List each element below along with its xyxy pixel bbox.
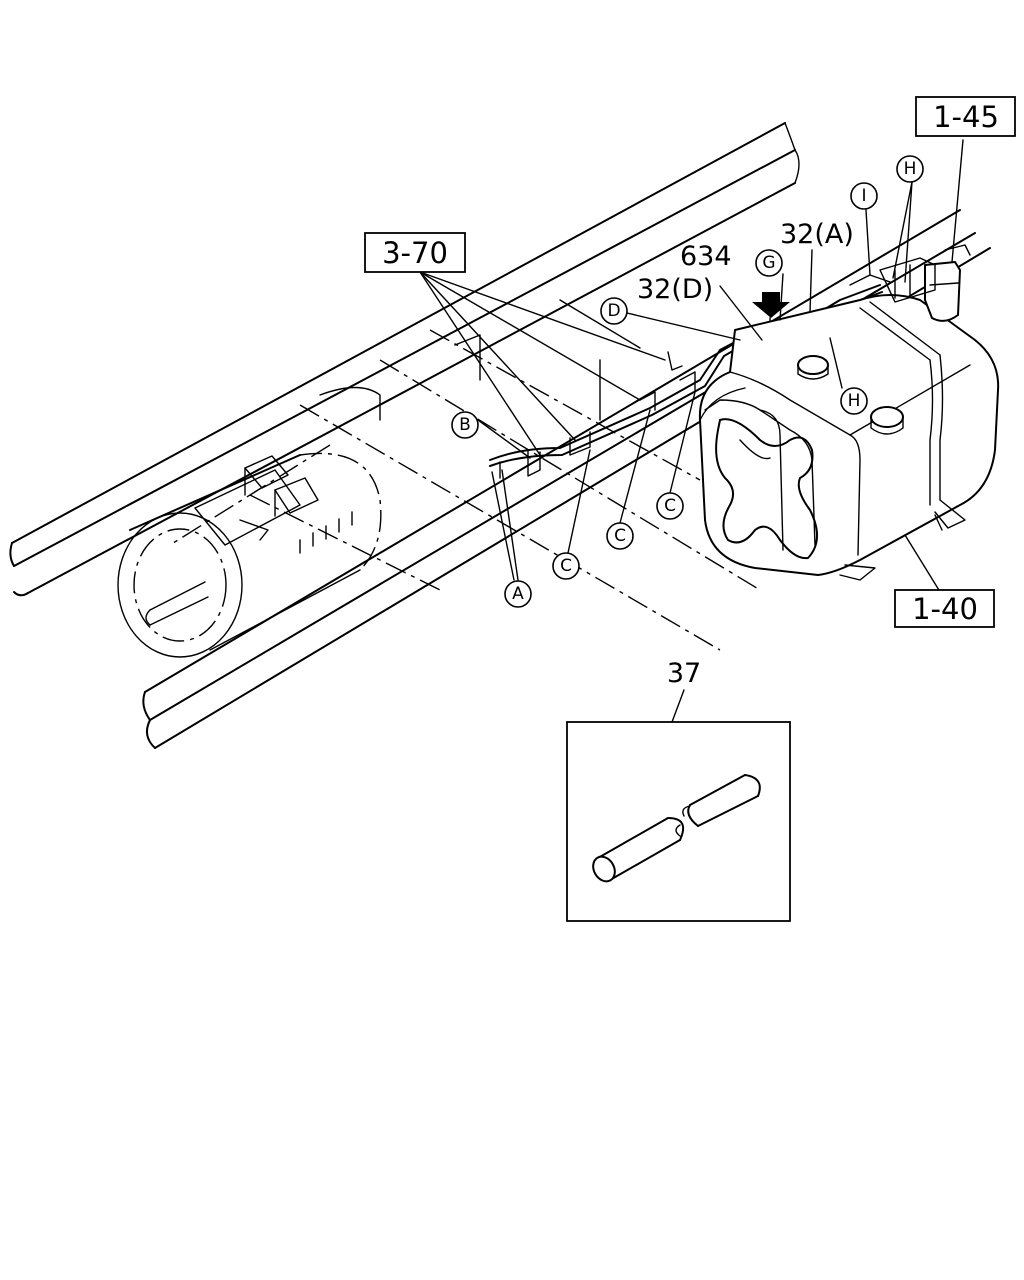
ref-box-3-70: 3-70 [364, 232, 466, 273]
view-direction-arrow [752, 292, 790, 318]
fuel-filter-assembly [879, 244, 971, 322]
part-label-37: 37 [667, 658, 701, 689]
ref-box-1-45: 1-45 [915, 96, 1016, 137]
detail-inset-37 [566, 689, 791, 922]
callout-h1: H [896, 155, 924, 183]
callout-a-label: A [512, 584, 524, 604]
callout-d: D [600, 297, 628, 325]
callout-h2-label: H [848, 391, 861, 411]
callout-i: I [850, 182, 878, 210]
part-label-32d: 32(D) [637, 274, 713, 305]
callout-h2: H [840, 387, 868, 415]
leader-lines [419, 139, 964, 596]
pipe-joint-illustration [592, 774, 761, 883]
callout-c2: C [606, 522, 634, 550]
part-label-32a: 32(A) [780, 219, 854, 250]
part-label-634: 634 [680, 241, 732, 272]
crossmember-hidden-lines [169, 299, 761, 651]
ref-box-1-40: 1-40 [894, 589, 995, 628]
callout-a: A [504, 580, 532, 608]
callout-c1: C [552, 552, 580, 580]
fuel-tank [698, 294, 1000, 581]
ref-label-1-40: 1-40 [912, 592, 978, 626]
callout-h1-label: H [904, 159, 917, 179]
ref-label-1-45: 1-45 [933, 100, 999, 134]
upper-frame-rail [9, 122, 800, 597]
transmission-assembly [117, 452, 382, 658]
callout-c3: C [656, 492, 684, 520]
callout-c3-label: C [664, 496, 676, 516]
callout-i-label: I [861, 186, 866, 206]
callout-g-label: G [762, 253, 775, 273]
callout-c2-label: C [614, 526, 626, 546]
callout-c1-label: C [560, 556, 572, 576]
callout-d-label: D [607, 301, 620, 321]
callout-b: B [451, 411, 479, 439]
callout-b-label: B [459, 415, 471, 435]
callout-g: G [755, 249, 783, 277]
ref-label-3-70: 3-70 [382, 236, 448, 270]
